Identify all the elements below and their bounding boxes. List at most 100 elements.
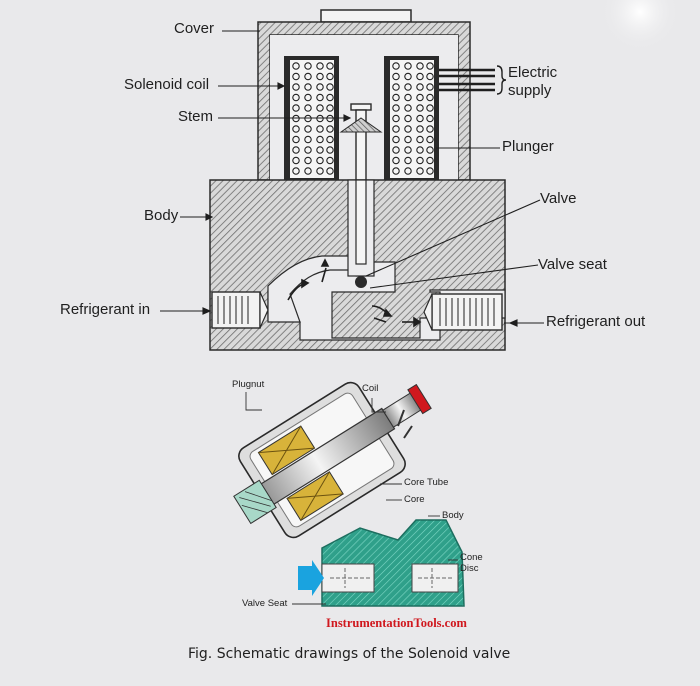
coil-winding-dot [392,125,400,133]
coil-winding-dot [426,93,434,102]
coil-winding-dot [426,125,434,133]
coil-winding-dot [326,156,334,165]
coil-winding-dot [416,125,424,133]
coil-winding-dot [304,167,312,175]
cutaway-body [321,519,465,607]
coil-winding-dot [316,104,324,112]
coil-winding-dot [426,156,434,165]
coil-winding-dot [416,104,424,112]
coil-winding-dot [404,93,412,102]
coil-winding-dot [304,146,312,154]
coil-winding-dot [292,104,300,112]
coil-winding-dot [326,146,334,154]
figure-caption: Fig. Schematic drawings of the Solenoid … [188,646,511,662]
coil-winding-dot [304,135,312,144]
coil-winding-dot [392,114,400,123]
label-stem: Stem [178,108,214,125]
coil-winding-dot [292,83,300,91]
coil-winding-dot [304,125,312,133]
coil-winding-dot [292,146,300,154]
coil-winding-dot [326,72,334,81]
glare [600,0,680,52]
coil-winding-dot [304,62,312,70]
coil-winding-dot [392,104,400,112]
label-plugnut: Plugnut [232,379,265,390]
coil-winding-dot [304,83,312,91]
coil-winding-dot [326,93,334,102]
coil-winding-dot [304,156,312,165]
label-refrigerant-in: Refrigerant in [60,301,151,318]
coil-winding-dot [316,93,324,102]
inlet-passage [267,255,353,323]
coil-winding-dot [416,114,424,123]
coil-winding-dot [304,72,312,81]
coil-winding-dot [416,83,424,91]
coil-winding-dot [292,125,300,133]
coil-winding-dot [426,62,434,70]
coil-winding-dot [404,72,412,81]
inlet-fitting [211,291,269,329]
label-electric-supply-line1: Electric [508,64,558,81]
label-plunger: Plunger [502,138,554,155]
coil-winding-dot [316,125,324,133]
coil-winding-dot [292,135,300,144]
label-cone-disc-line2: Disc [460,563,479,574]
lower-leader-lines [245,392,458,605]
electric-supply-leads [439,65,507,95]
coil-winding-dot [316,83,324,91]
leader-lines [160,30,544,327]
coil-winding-dot [404,146,412,154]
label-refrigerant-out: Refrigerant out [546,313,646,330]
coil-winding-dot [392,93,400,102]
coil-winding-dot [416,93,424,102]
coil-winding-dot [426,83,434,91]
label-cone-disc: Cone Disc [460,552,483,574]
coil-winding-dot [326,167,334,175]
coil-winding-dot [292,93,300,102]
coil-winding-dot [316,62,324,70]
label-electric-supply-line2: supply [508,82,552,99]
coil-winding-dot [426,104,434,112]
coil-windings [292,62,434,175]
coil-winding-dot [416,135,424,144]
coil-winding-dot [304,104,312,112]
coil-winding-dot [404,167,412,175]
terminal-lug [397,409,413,439]
coil-winding-dot [392,167,400,175]
coil-winding-dot [404,114,412,123]
coil-winding-dot [416,167,424,175]
stem-in-bore [355,179,367,265]
coil-winding-dot [316,135,324,144]
label-valve-seat-lower: Valve Seat [242,598,288,609]
coil-winding-dot [416,72,424,81]
coil-winding-dot [292,72,300,81]
coil-winding-dot [404,83,412,91]
coil-winding-dot [326,125,334,133]
coil-winding-dot [392,62,400,70]
coil-winding-dot [326,62,334,70]
coil-winding-dot [392,83,400,91]
coil-winding-dot [426,135,434,144]
coil-winding-dot [326,104,334,112]
coil-winding-dot [292,156,300,165]
label-electric-supply: Electric supply [508,64,557,100]
top-schematic [160,9,544,351]
watermark: InstrumentationTools.com [326,616,467,630]
coil-winding-dot [416,62,424,70]
coil-winding-dot [304,93,312,102]
coil-winding-dot [392,72,400,81]
coil-winding-dot [404,135,412,144]
coil-winding-dot [404,62,412,70]
label-body-lower: Body [442,510,464,521]
coil-winding-dot [292,62,300,70]
coil-winding-dot [426,146,434,154]
coil-winding-dot [292,167,300,175]
coil-winding-dot [326,83,334,91]
label-body: Body [144,207,179,224]
flow-arrows [287,258,422,328]
coil-winding-dot [392,135,400,144]
coil-winding-dot [416,146,424,154]
label-cone-disc-line1: Cone [460,552,483,563]
